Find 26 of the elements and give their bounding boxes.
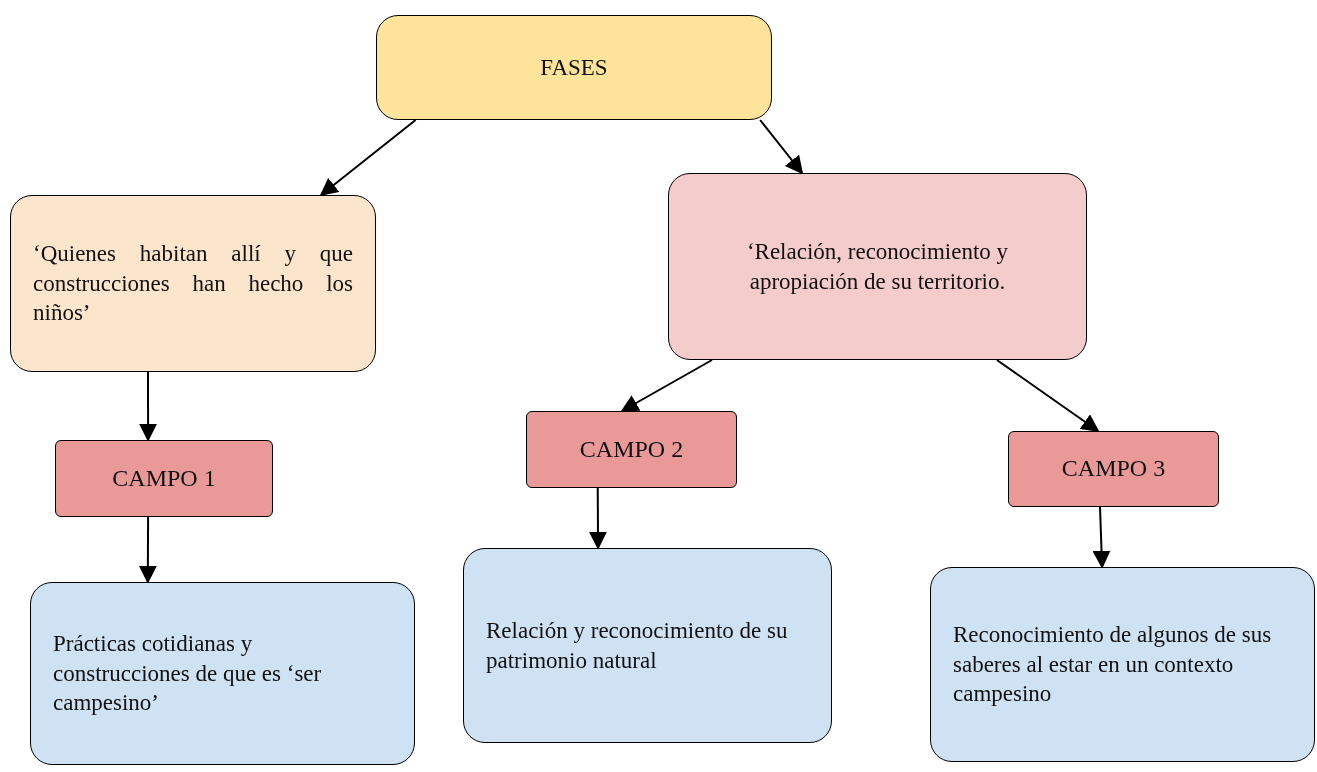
- arrow: [759, 119, 804, 175]
- field-box: [526, 411, 737, 488]
- node-text: CAMPO 3: [1061, 454, 1166, 484]
- arrow: [138, 516, 157, 584]
- process-box: [10, 195, 376, 372]
- arrow: [588, 487, 607, 550]
- process-box: [30, 582, 415, 765]
- process-box: [463, 548, 832, 743]
- field-box: [1008, 431, 1219, 507]
- process-box: [668, 173, 1087, 360]
- node-text: ‘Relación, reconocimiento y apropiación de su territorio.: [745, 237, 1010, 296]
- node-text: FASES: [540, 53, 608, 82]
- node-text: Prácticas cotidianas y construcciones de que es ‘ser campesino’: [53, 629, 323, 718]
- node-text: Reconocimiento de algunos de sus saberes al estar en un contexto campesino: [953, 620, 1273, 709]
- node-text: ‘Quienes habitan allí y que construcciones han hecho los niños’: [33, 239, 353, 328]
- arrow: [995, 359, 1100, 433]
- arrow: [620, 359, 713, 412]
- field-box: [55, 440, 273, 517]
- arrow: [319, 119, 417, 197]
- arrow: [1092, 506, 1111, 569]
- title-box: [376, 15, 772, 120]
- node-text: CAMPO 1: [112, 463, 216, 493]
- arrow: [139, 371, 158, 442]
- node-text: Relación y reconocimiento de su patrimonio natural: [486, 616, 789, 675]
- node-text: CAMPO 2: [579, 434, 684, 464]
- process-box: [930, 567, 1315, 762]
